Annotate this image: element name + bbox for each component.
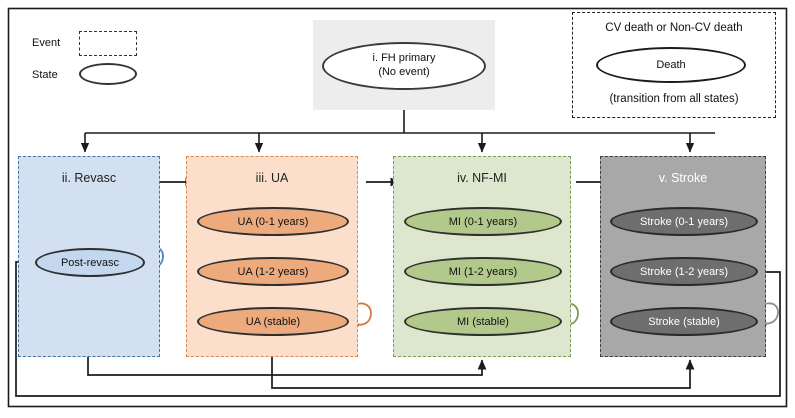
state-mi-0-1[interactable]: MI (0-1 years) [404,207,562,236]
group-revasc: ii. Revasc Post-revasc [18,156,160,357]
death-footer: (transition from all states) [609,93,739,105]
fh-primary-box: i. FH primary (No event) [313,20,495,110]
group-stroke: v. Stroke Stroke (0-1 years) Stroke (1-2… [600,156,766,357]
ua-stable-label: UA (stable) [245,315,301,328]
group-stroke-title: v. Stroke [658,171,708,185]
mi-0-1-label: MI (0-1 years) [448,215,518,228]
mi-1-2-label: MI (1-2 years) [448,265,518,278]
stroke-0-1-label: Stroke (0-1 years) [639,215,729,228]
figure-frame [7,7,788,408]
group-nfmi: iv. NF-MI MI (0-1 years) MI (1-2 years) … [393,156,571,357]
death-box: CV death or Non-CV death Death (transiti… [572,12,776,118]
fh-primary-label-line2: (No event) [378,66,430,78]
legend-state-label: State [32,69,58,81]
state-death[interactable]: Death [596,47,746,83]
group-nfmi-title: iv. NF-MI [457,171,507,185]
stroke-stable-label: Stroke (stable) [648,315,720,328]
post-revasc-label: Post-revasc [60,256,120,269]
state-stroke-1-2[interactable]: Stroke (1-2 years) [610,257,758,286]
mi-stable-label: MI (stable) [457,315,509,328]
state-stroke-stable[interactable]: Stroke (stable) [610,307,758,336]
group-revasc-title: ii. Revasc [61,171,117,185]
state-ua-stable[interactable]: UA (stable) [197,307,349,336]
legend-event-label: Event [32,37,61,49]
arrow-ua-to-stroke [271,357,695,389]
legend-event-shape [79,31,137,56]
fanout-from-fh-primary [80,110,715,153]
ua-0-1-label: UA (0-1 years) [237,215,309,228]
legend-state-shape [79,63,137,85]
group-ua: iii. UA UA (0-1 years) UA (1-2 years) UA… [186,156,358,357]
state-mi-stable[interactable]: MI (stable) [404,307,562,336]
arrow-revasc-to-nfmi [87,357,487,376]
death-label: Death [656,59,686,71]
ua-1-2-label: UA (1-2 years) [237,265,309,278]
fh-primary-label-line1: i. FH primary [372,52,436,65]
state-fh-primary[interactable]: i. FH primary (No event) [322,42,486,90]
stroke-1-2-label: Stroke (1-2 years) [639,265,729,278]
state-stroke-0-1[interactable]: Stroke (0-1 years) [610,207,758,236]
state-post-revasc[interactable]: Post-revasc [35,248,145,277]
state-mi-1-2[interactable]: MI (1-2 years) [404,257,562,286]
state-ua-1-2[interactable]: UA (1-2 years) [197,257,349,286]
death-header: CV death or Non-CV death [605,22,743,34]
group-ua-title: iii. UA [255,171,289,185]
state-ua-0-1[interactable]: UA (0-1 years) [197,207,349,236]
